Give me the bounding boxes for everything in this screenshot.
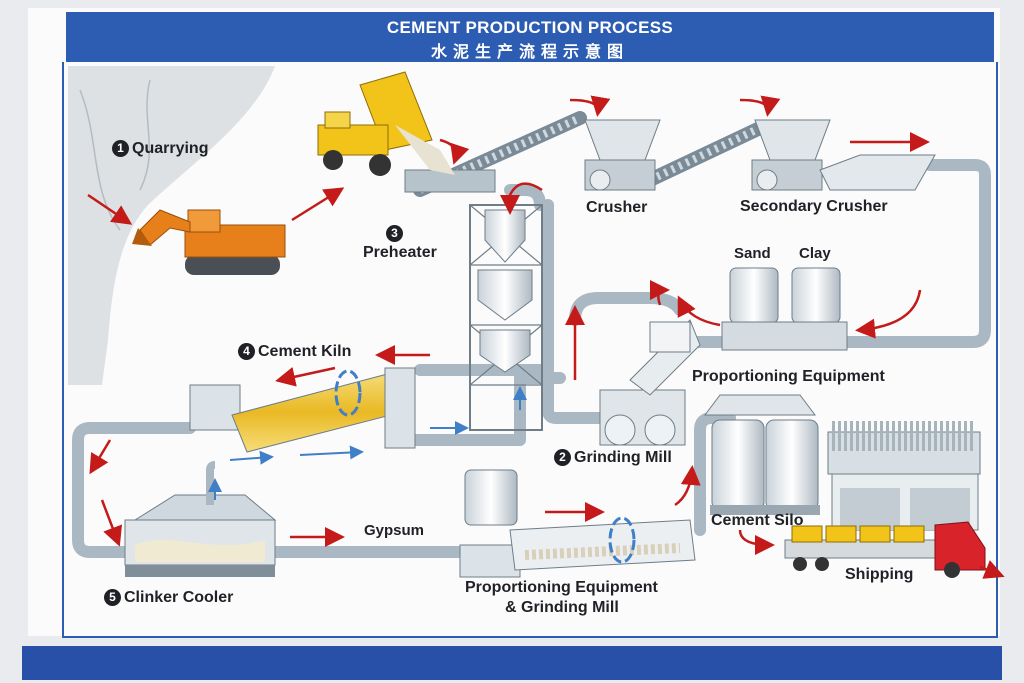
clay-label: Clay	[799, 245, 831, 262]
sand-clay-silos	[721, 267, 848, 351]
preheater-tower	[469, 204, 543, 431]
step-label-text: Clinker Cooler	[124, 589, 234, 606]
step-number-badge: 3	[386, 225, 403, 242]
shipping-label: Shipping	[845, 566, 914, 583]
step-number-badge: 1	[112, 140, 129, 157]
step-label-text: Quarrying	[132, 140, 209, 157]
step-label-text: Cement Kiln	[258, 343, 352, 360]
step-number-badge: 5	[104, 589, 121, 606]
cement-silo-label: Cement Silo	[711, 512, 804, 529]
title-chinese: 水泥生产流程示意图	[430, 42, 629, 61]
title-english: CEMENT PRODUCTION PROCESS	[386, 18, 674, 37]
crusher-machine	[584, 119, 661, 191]
header-banner: CEMENT PRODUCTION PROCESS 水泥生产流程示意图	[66, 12, 994, 62]
step-preheater-number: 3	[386, 225, 404, 242]
step-preheater-label: Preheater	[363, 244, 437, 261]
footer-band	[22, 646, 1002, 680]
proportioning-grinding-label-line1: Proportioning Equipment	[465, 579, 658, 596]
diagram-frame	[62, 62, 998, 638]
grinding-mill	[599, 319, 701, 446]
cement-kiln	[189, 367, 416, 453]
shipping-truck	[784, 521, 986, 578]
excavator-illustration	[132, 209, 286, 275]
step-number-badge: 4	[238, 343, 255, 360]
secondary-crusher-label: Secondary Crusher	[740, 198, 888, 215]
step-label-text: Grinding Mill	[574, 449, 672, 466]
gas-flow-arrows	[208, 386, 527, 500]
proportioning-grinding-label-line2: & Grinding Mill	[505, 599, 619, 616]
gypsum-label: Gypsum	[364, 522, 425, 539]
secondary-crusher-machine	[751, 119, 936, 191]
gypsum-silo-and-mill	[459, 469, 696, 578]
proportioning-equipment-label: Proportioning Equipment	[692, 368, 885, 385]
warehouse-building	[827, 421, 981, 531]
sand-label: Sand	[734, 245, 771, 262]
flow-arrows	[87, 95, 1005, 579]
belt-conveyor-1	[404, 111, 587, 197]
cement-silos	[704, 394, 820, 515]
step-number-badge: 2	[554, 449, 571, 466]
belt-conveyor-2	[643, 121, 767, 187]
clinker-cooler	[124, 461, 277, 577]
dump-truck-illustration	[317, 71, 455, 176]
crusher-label: Crusher	[586, 199, 648, 216]
